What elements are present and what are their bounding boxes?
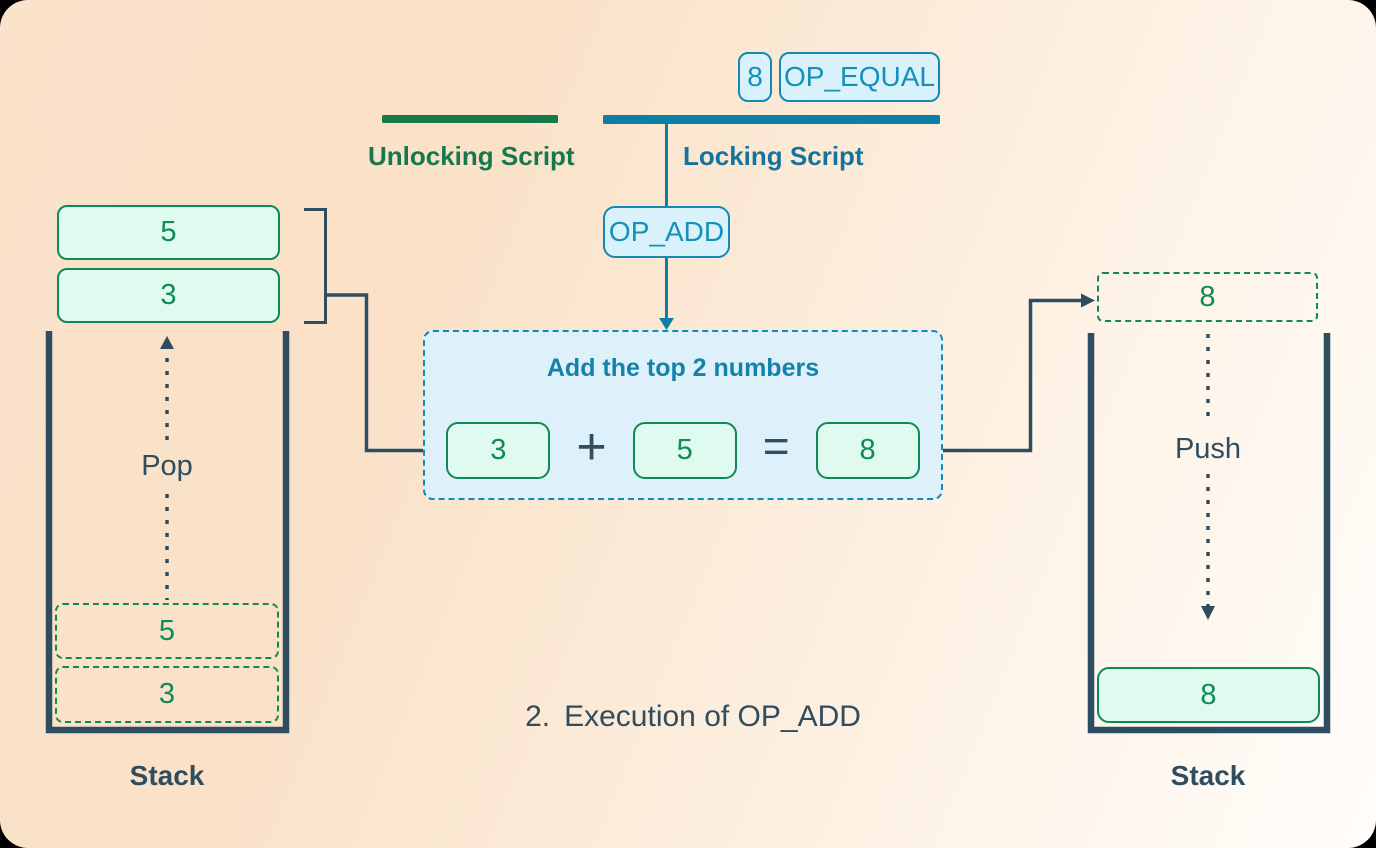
unlocking-script-bar: [382, 115, 558, 123]
operation-title: Add the top 2 numbers: [546, 354, 820, 382]
pushed-item-8: 8: [1097, 667, 1320, 723]
removed-item-5: 5: [55, 603, 279, 659]
left-stack-container: [45, 331, 290, 734]
right-elbow-connector: [943, 298, 1082, 453]
removed-item-3: 3: [55, 666, 279, 723]
locking-token-op-equal: OP_EQUAL: [779, 52, 940, 102]
right-stack-container: [1087, 333, 1331, 734]
pop-label: Pop: [141, 450, 193, 482]
operand-b-box: 5: [632, 421, 737, 479]
locking-script-bar: [603, 115, 940, 124]
push-arrowhead-icon: [1201, 606, 1215, 620]
locking-token-value: 8: [738, 52, 772, 102]
popped-item-5: 5: [57, 205, 280, 260]
caption-number: 2.: [525, 700, 551, 733]
left-stack-label: Stack: [129, 760, 205, 791]
unlocking-script-label: Unlocking Script: [368, 141, 575, 171]
locking-script-label: Locking Script: [683, 141, 864, 171]
op-add-arrowhead-icon: [659, 318, 674, 330]
caption-text: Execution of OP_ADD: [564, 700, 861, 733]
left-elbow-connector: [325, 293, 424, 453]
pop-arrowhead-icon: [160, 336, 174, 349]
result-box: 8: [815, 421, 920, 479]
figure-caption: 2. Execution of OP_ADD: [443, 700, 943, 734]
operation-expression: 3 + 5 = 8: [425, 421, 941, 479]
push-result-arrowhead-icon: [1081, 293, 1095, 308]
op-add-node: OP_ADD: [603, 206, 730, 258]
operation-box: Add the top 2 numbers 3 + 5 = 8: [423, 330, 943, 500]
equals-icon: =: [762, 420, 790, 472]
plus-icon: +: [576, 418, 607, 476]
incoming-item-8: 8: [1097, 272, 1318, 322]
popped-item-3: 3: [57, 268, 280, 323]
right-stack-label: Stack: [1170, 760, 1246, 791]
pop-bracket: [304, 208, 327, 324]
operand-a-box: 3: [446, 421, 551, 479]
push-label: Push: [1174, 433, 1242, 465]
